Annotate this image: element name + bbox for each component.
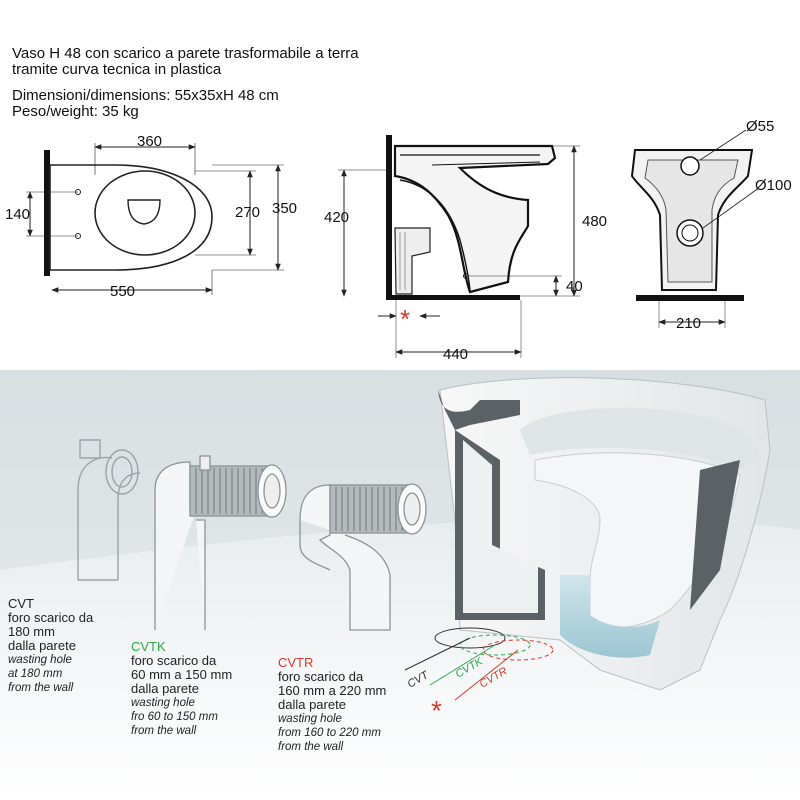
caption-cvt-en-3: from the wall (8, 682, 74, 694)
caption-cvtk-code: CVTK (131, 639, 166, 654)
dim-420: 420 (324, 209, 349, 226)
front-view-drawing: Ø55 Ø100 210 (630, 118, 792, 332)
caption-cvtr-en-3: from the wall (278, 741, 344, 753)
dim-40: 40 (566, 278, 583, 295)
floor-red-marker-icon: * (431, 695, 442, 726)
top-view-drawing: 360 550 140 270 350 (5, 133, 297, 300)
caption-cvt: CVT foro scarico da 180 mm dalla parete … (8, 597, 93, 695)
caption-cvt-it-2: 180 mm (8, 624, 55, 639)
dim-55: Ø55 (746, 118, 774, 135)
caption-cvtr-code: CVTR (278, 655, 314, 670)
caption-cvtr-it-3: dalla parete (278, 697, 346, 712)
caption-cvt-it-3: dalla parete (8, 638, 76, 653)
dim-440: 440 (443, 346, 468, 363)
toilet-cutaway (438, 377, 771, 691)
dim-480: 480 (582, 213, 607, 230)
caption-cvtk-it-2: 60 mm a 150 mm (131, 667, 233, 682)
caption-cvtr-it-1: foro scarico da (278, 669, 364, 684)
caption-cvtk-it-1: foro scarico da (131, 653, 217, 668)
caption-cvtr-it-2: 160 mm a 220 mm (278, 683, 387, 698)
technical-drawings: 360 550 140 270 350 420 480 40 440 (5, 118, 792, 363)
caption-cvtk-it-3: dalla parete (131, 681, 199, 696)
cvt-fitting (77, 439, 141, 581)
side-view-drawing: 420 480 40 440 * (324, 135, 607, 363)
dim-350: 350 (272, 200, 297, 217)
cvtr-fitting (299, 483, 427, 631)
dim-100: Ø100 (755, 177, 792, 194)
weight-line: Peso/weight: 35 kg (12, 103, 139, 120)
caption-cvtr-en-1: wasting hole (278, 713, 342, 725)
caption-cvt-en-2: at 180 mm (8, 668, 63, 680)
dim-length-550: 550 (110, 283, 135, 300)
floor-outlet-positions (404, 627, 554, 701)
caption-cvtk-en-2: fro 60 to 150 mm (131, 711, 218, 723)
caption-cvtk-en-3: from the wall (131, 725, 197, 737)
dim-width-360: 360 (137, 133, 162, 150)
dim-270: 270 (235, 204, 260, 221)
caption-cvtr-en-2: from 160 to 220 mm (278, 727, 381, 739)
caption-cvtk-en-1: wasting hole (131, 697, 195, 709)
caption-cvt-code: CVT (8, 596, 34, 611)
caption-cvt-it-1: foro scarico da (8, 610, 94, 625)
title-line-1: Vaso H 48 con scarico a parete trasforma… (12, 45, 359, 62)
dimensions-line: Dimensioni/dimensions: 55x35xH 48 cm (12, 87, 279, 104)
caption-cvt-en-1: wasting hole (8, 654, 72, 666)
caption-cvtk: CVTK foro scarico da 60 mm a 150 mm dall… (131, 640, 232, 738)
caption-cvtr: CVTR foro scarico da 160 mm a 220 mm dal… (278, 656, 386, 754)
dim-140: 140 (5, 206, 30, 223)
cvtk-fitting (154, 455, 287, 630)
dim-210: 210 (676, 315, 701, 332)
title-line-2: tramite curva tecnica in plastica (12, 61, 222, 78)
red-marker-icon: * (400, 304, 410, 334)
fittings-rendering: CVT CVTK CVTR * (0, 370, 800, 800)
